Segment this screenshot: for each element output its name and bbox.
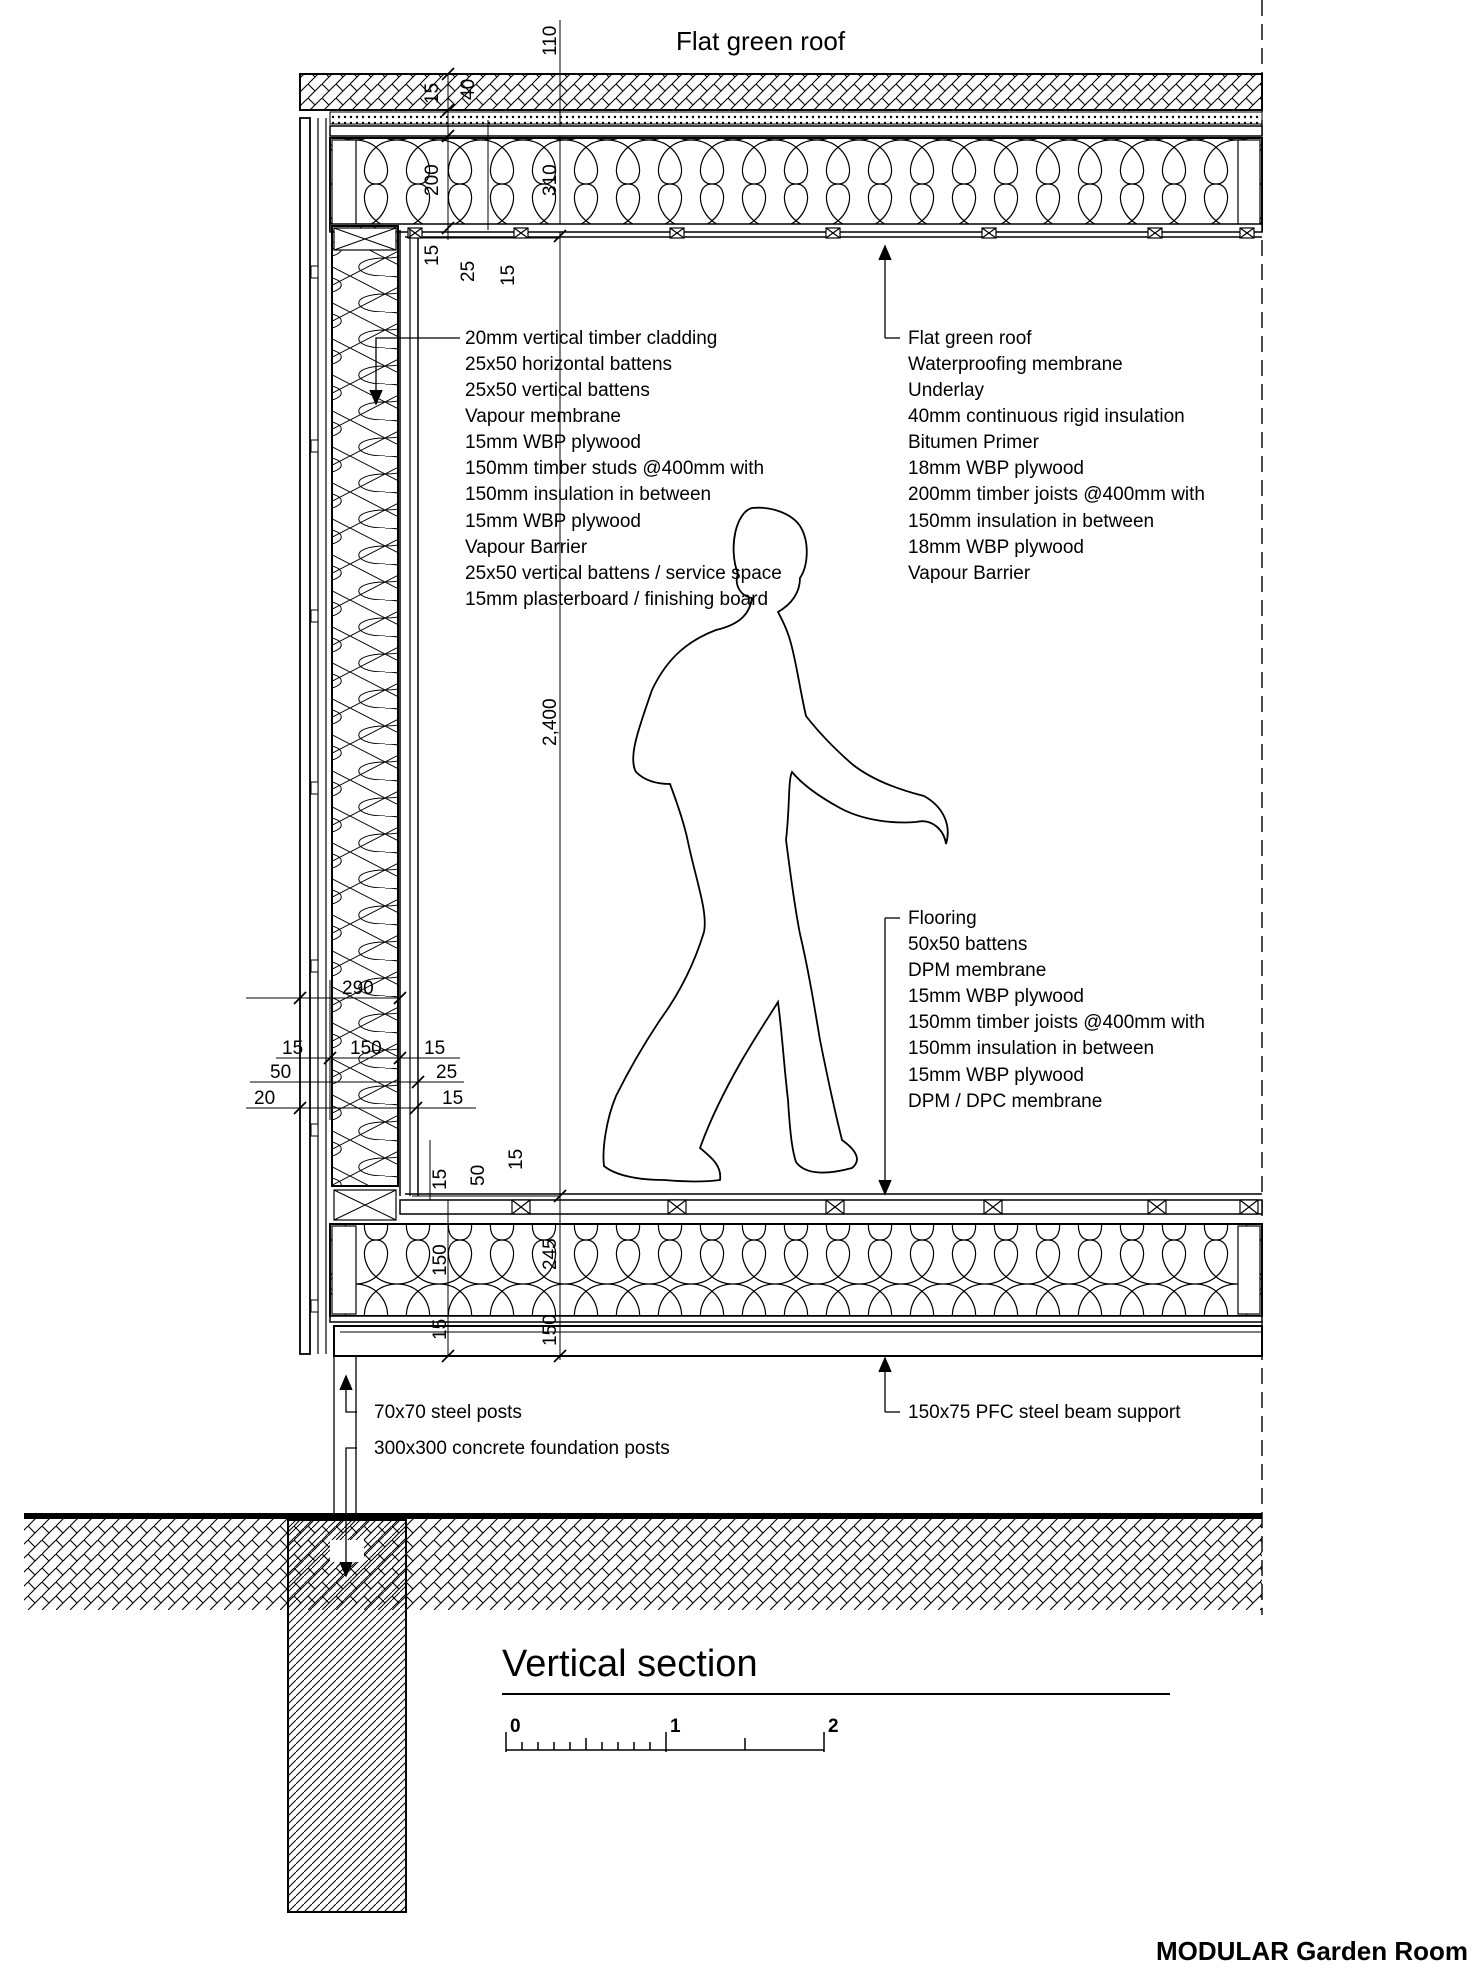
roof-notes: Flat green roof Waterproofing membrane U…: [908, 328, 1205, 584]
roof-note-8: 150mm insulation in between: [908, 511, 1154, 532]
steel-posts-note: 70x70 steel posts: [374, 1402, 522, 1423]
dim-50-l: 50: [270, 1062, 291, 1083]
dim-200: 200: [422, 164, 443, 196]
dim-15-top: 15: [422, 83, 443, 104]
brand-title: MODULAR Garden Room: [1156, 1936, 1468, 1966]
dim-15-f1: 15: [430, 1169, 451, 1190]
scale-label-2: 2: [828, 1716, 839, 1737]
cladding-fixings: [310, 265, 319, 1313]
concrete-foundation-post: [287, 1519, 407, 1913]
floor-note-4: 15mm WBP plywood: [908, 986, 1084, 1007]
walking-figure: [602, 506, 949, 1183]
roof-note-6: 18mm WBP plywood: [908, 458, 1084, 479]
floor-note-3: DPM membrane: [908, 960, 1046, 981]
roof-note-9: 18mm WBP plywood: [908, 537, 1084, 558]
ground: [24, 1513, 1262, 1610]
beam-note: 150x75 PFC steel beam support: [908, 1402, 1181, 1423]
floor-note-8: DPM / DPC membrane: [908, 1091, 1102, 1112]
wall-note-6: 150mm timber studs @400mm with: [465, 458, 764, 479]
roof-buildup: [299, 73, 1263, 238]
wall-notes: 20mm vertical timber cladding 25x50 hori…: [465, 328, 782, 610]
foundation-note: 300x300 concrete foundation posts: [374, 1438, 670, 1459]
wall-buildup: [299, 117, 419, 1355]
dim-40: 40: [458, 79, 479, 100]
dim-20-l: 20: [254, 1088, 275, 1109]
dim-310: 310: [540, 164, 561, 196]
dim-15-l: 15: [282, 1038, 303, 1059]
wall-note-7: 150mm insulation in between: [465, 484, 711, 505]
dim-2400: 2,400: [540, 698, 561, 746]
floor-note-1: Flooring: [908, 908, 977, 929]
wall-note-8: 15mm WBP plywood: [465, 511, 641, 532]
roof-note-2: Waterproofing membrane: [908, 354, 1123, 375]
dim-25-a: 25: [458, 261, 479, 282]
floor-note-6: 150mm insulation in between: [908, 1038, 1154, 1059]
wall-note-9: Vapour Barrier: [465, 537, 588, 558]
roof-note-10: Vapour Barrier: [908, 563, 1031, 584]
dim-245: 245: [540, 1238, 561, 1270]
dimension-ticks: [293, 67, 567, 1363]
scale-label-1: 1: [670, 1716, 681, 1737]
roof-heading: Flat green roof: [676, 26, 846, 56]
dim-150-b: 150: [540, 1314, 561, 1346]
floor-note-5: 150mm timber joists @400mm with: [908, 1012, 1205, 1033]
dim-150-w: 150: [350, 1038, 382, 1059]
dim-15-a: 15: [422, 245, 443, 266]
wall-note-11: 15mm plasterboard / finishing board: [465, 589, 768, 610]
roof-batten-row: [407, 227, 1255, 239]
wall-note-1: 20mm vertical timber cladding: [465, 328, 717, 349]
floor-notes: Flooring 50x50 battens DPM membrane 15mm…: [908, 908, 1205, 1112]
dim-15-r2: 15: [442, 1088, 463, 1109]
roof-note-1: Flat green roof: [908, 328, 1032, 349]
dim-25-r: 25: [436, 1062, 457, 1083]
scale-label-0: 0: [510, 1716, 521, 1737]
steel-post: [333, 1356, 357, 1516]
wall-note-5: 15mm WBP plywood: [465, 432, 641, 453]
floor-note-2: 50x50 battens: [908, 934, 1027, 955]
leader-lines: [339, 244, 900, 1578]
floor-buildup: [329, 1193, 1263, 1357]
roof-note-5: Bitumen Primer: [908, 432, 1040, 453]
dim-15-b: 15: [498, 265, 519, 286]
floor-batten-row: [511, 1199, 1259, 1215]
dim-150-f: 150: [430, 1244, 451, 1276]
scale-bar: [505, 1732, 825, 1752]
floor-note-7: 15mm WBP plywood: [908, 1065, 1084, 1086]
dim-50-f: 50: [468, 1165, 489, 1186]
section-title: Vertical section: [502, 1643, 758, 1685]
roof-note-7: 200mm timber joists @400mm with: [908, 484, 1205, 505]
wall-note-10: 25x50 vertical battens / service space: [465, 563, 782, 584]
wall-note-3: 25x50 vertical battens: [465, 380, 650, 401]
wall-note-4: Vapour membrane: [465, 406, 621, 427]
dim-15-r: 15: [424, 1038, 445, 1059]
wall-note-2: 25x50 horizontal battens: [465, 354, 672, 375]
dim-110: 110: [540, 26, 561, 56]
roof-note-3: Underlay: [908, 380, 985, 401]
dim-15-f3: 15: [430, 1319, 451, 1340]
roof-note-4: 40mm continuous rigid insulation: [908, 406, 1185, 427]
dim-290: 290: [342, 978, 374, 999]
dim-15-f2: 15: [506, 1149, 527, 1170]
